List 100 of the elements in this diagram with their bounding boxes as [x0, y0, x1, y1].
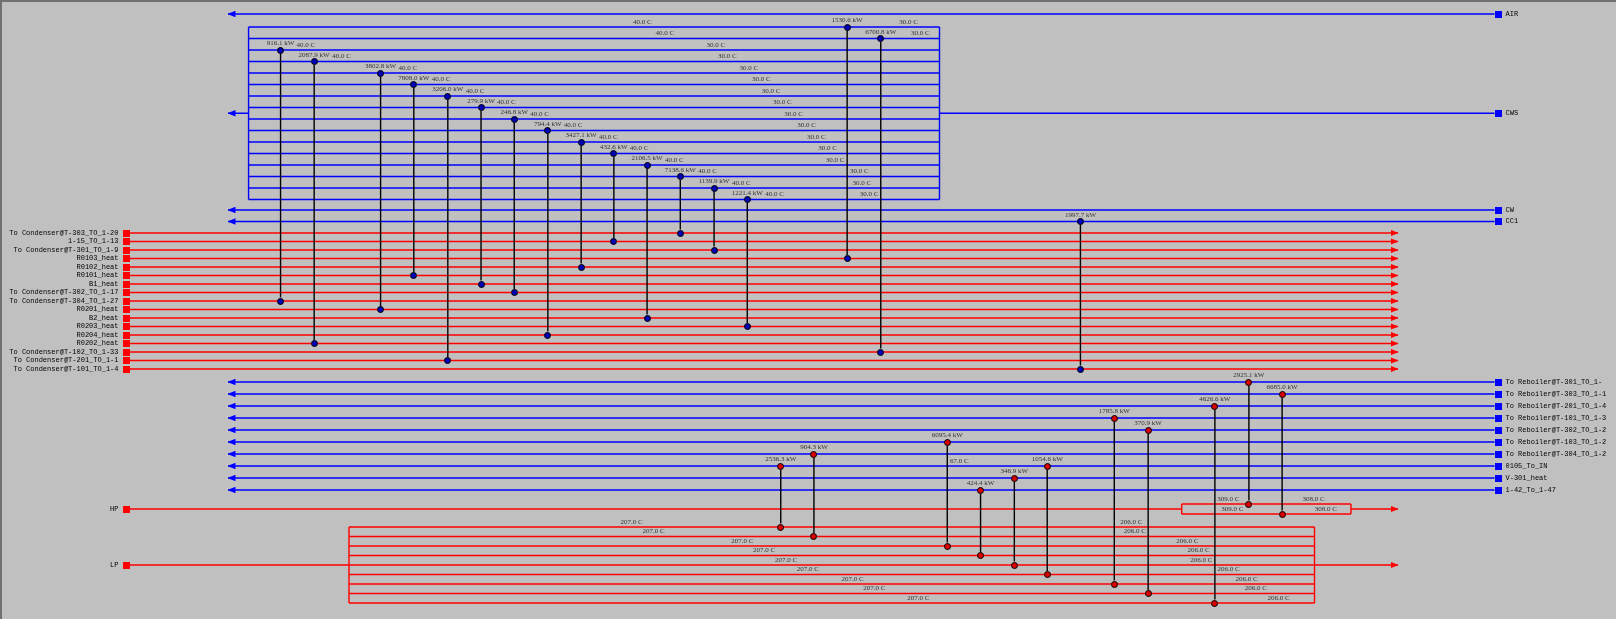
exchanger-line: [580, 144, 582, 265]
stream-line: [128, 280, 1399, 288]
exchanger-dot: [410, 272, 418, 279]
exchanger-dot: [277, 46, 285, 54]
stream-line: [128, 255, 1399, 262]
exchanger-line: [646, 167, 648, 316]
exchanger-dot: [1144, 590, 1152, 597]
exchanger-dot: [877, 348, 885, 356]
exchanger-dot: [743, 323, 751, 330]
stream-end-square: [1494, 438, 1502, 446]
stream-end-square: [1494, 402, 1502, 410]
stream-line: [227, 206, 1496, 214]
exchanger-dot: [410, 81, 418, 88]
exchanger-dot: [777, 523, 785, 531]
stream-end-square: [122, 255, 130, 262]
exchanger-dot: [444, 92, 452, 100]
stream-line: [227, 390, 1496, 398]
stream-line: [227, 486, 1496, 494]
exchanger-line: [1214, 408, 1216, 601]
stream-line: [128, 272, 1399, 279]
stream-end-square: [122, 289, 130, 296]
stream-end-square: [1494, 206, 1502, 214]
stream-end-square: [122, 280, 130, 288]
exchanger-dot: [743, 196, 751, 203]
stream-end-square: [1494, 426, 1502, 434]
exchanger-line: [679, 179, 681, 231]
exchanger-dot: [643, 314, 651, 322]
exchanger-dot: [577, 138, 585, 146]
exchanger-dot: [610, 150, 618, 157]
exchanger-line: [1113, 420, 1115, 582]
stream-line: [128, 229, 1399, 237]
exchanger-line: [813, 456, 815, 534]
exchanger-line: [1046, 468, 1048, 572]
exchanger-dot: [277, 297, 285, 305]
exchanger-line: [780, 468, 782, 525]
stream-line: [128, 238, 1399, 245]
exchanger-dot: [377, 306, 385, 313]
exchanger-dot: [943, 542, 951, 550]
stream-line: [227, 426, 1496, 434]
exchanger-line: [480, 110, 482, 282]
stream-line: [227, 462, 1496, 470]
stream-end-square: [1494, 218, 1502, 225]
stream-line: [227, 218, 1496, 225]
stream-end-square: [122, 314, 130, 322]
stream-line: [128, 314, 1399, 322]
stream-line: [128, 289, 1399, 296]
exchanger-dot: [710, 184, 718, 192]
exchanger-line: [713, 190, 715, 248]
exchanger-dot: [977, 486, 985, 494]
stream-end-square: [1494, 486, 1502, 494]
stream-end-square: [1494, 109, 1502, 117]
exchanger-line: [1147, 432, 1149, 591]
stream-end-square: [1494, 390, 1502, 398]
stream-end-square: [1494, 414, 1502, 422]
exchanger-line: [447, 98, 449, 358]
exchanger-line: [1248, 384, 1250, 502]
stream-end-square: [122, 331, 130, 339]
stream-end-square: [122, 357, 130, 364]
exchanger-dot: [1278, 510, 1286, 518]
stream-end-square: [1494, 378, 1502, 386]
stream-line: [227, 438, 1496, 446]
exchanger-dot: [477, 104, 485, 111]
exchanger-dot: [310, 340, 318, 347]
stream-end-square: [122, 561, 130, 569]
exchanger-line: [880, 41, 882, 350]
stream-line: [227, 450, 1496, 458]
stream-line: [128, 246, 1399, 254]
exchanger-line: [1281, 396, 1283, 512]
stream-end-square: [122, 263, 130, 271]
stream-line: [128, 331, 1399, 339]
stream-end-square: [122, 238, 130, 245]
stream-line: [227, 474, 1496, 482]
exchanger-dot: [1043, 462, 1051, 470]
stream-line: [227, 26, 1496, 201]
stream-line: [128, 263, 1399, 271]
stream-end-square: [1494, 474, 1502, 482]
stream-end-square: [122, 348, 130, 356]
exchanger-line: [746, 202, 748, 324]
stream-line: [128, 297, 1399, 305]
exchanger-dot: [843, 255, 851, 262]
stream-end-square: [1494, 10, 1502, 18]
exchanger-dot: [377, 69, 385, 77]
stream-line: [227, 402, 1496, 410]
exchanger-line: [846, 29, 848, 256]
stream-line: [128, 526, 1399, 604]
stream-line: [128, 323, 1399, 330]
exchanger-dot: [1043, 571, 1051, 578]
exchanger-line: [1079, 224, 1082, 367]
stream-line: [128, 357, 1399, 364]
stream-end-square: [122, 297, 130, 305]
exchanger-line: [379, 75, 382, 307]
exchanger-line: [279, 52, 282, 299]
exchanger-dot: [1110, 580, 1118, 588]
stream-end-square: [122, 246, 130, 254]
stream-end-square: [1494, 450, 1502, 458]
stream-line: [128, 365, 1399, 373]
stream-line: [227, 10, 1496, 18]
exchanger-dot: [943, 438, 951, 446]
exchanger-dot: [676, 173, 684, 180]
stream-end-square: [1494, 462, 1502, 470]
